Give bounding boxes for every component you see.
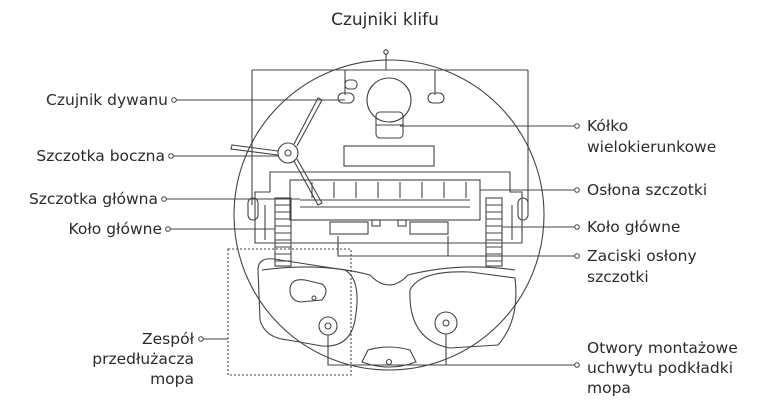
- brush-bristle-top: [311, 182, 467, 198]
- brush-clip-small-2: [397, 219, 407, 227]
- clips-dot: [574, 253, 580, 259]
- wheel-right-dot: [574, 224, 580, 230]
- mount-holes-label-1: Otwory montażowe: [587, 339, 738, 357]
- mount-holes-leader: [327, 334, 575, 366]
- omni-wheel-housing: [366, 77, 412, 123]
- side-brush-arm-3: [293, 158, 323, 206]
- mop-extension-label-1: Zespół: [142, 330, 194, 348]
- brush-roller: [300, 199, 470, 208]
- mount-holes-dot: [574, 362, 580, 368]
- omni-wheel-label-1: Kółko: [587, 117, 629, 135]
- main-wheel-left-drawing: [274, 197, 292, 267]
- carpet-sensor-label: Czujnik dywanu: [46, 91, 168, 109]
- brush-clip-small-1: [371, 219, 381, 227]
- mop-extension-box: [227, 248, 352, 376]
- guard-clips-label-2: szczotki: [587, 268, 649, 286]
- cliff-sensor-4: [517, 197, 529, 221]
- mop-ext-dot: [198, 336, 204, 342]
- robot-body-outline: [233, 59, 545, 371]
- side-brush-arm-1: [293, 97, 323, 147]
- omni-wheel-label-2: wielokierunkowe: [587, 138, 717, 156]
- bottom-tab: [361, 346, 417, 368]
- mop-extension-shape: [257, 258, 358, 347]
- main-wheel-left-label: Koło główne: [68, 220, 162, 238]
- mop-extension-label-2: przedłużacza: [92, 350, 194, 368]
- mount-holes-label-2: uchwytu podkładki: [587, 359, 734, 377]
- carpet-sensor-shape: [344, 79, 358, 90]
- cliff-sensor-bracket: [252, 52, 528, 71]
- cliff-callout-dot: [383, 49, 389, 55]
- carpet-dot: [171, 97, 177, 103]
- label-plate: [343, 145, 435, 167]
- main-brush-label: Szczotka główna: [28, 190, 158, 208]
- side-brush-dot: [168, 153, 174, 159]
- cliff-sensor-1: [337, 92, 355, 104]
- brush-clip-left: [329, 221, 369, 235]
- bottom-tab-hole: [385, 358, 393, 366]
- bottom-seam: [261, 266, 516, 286]
- main-wheel-right-drawing: [485, 197, 503, 267]
- mount-hole-left: [318, 316, 338, 336]
- mop-extension-hole: [311, 295, 317, 301]
- chassis-inner: [264, 205, 513, 240]
- brush-clip-right: [409, 221, 449, 235]
- main-brush-guard: [289, 179, 481, 221]
- omni-dot: [574, 123, 580, 129]
- main-brush-dot: [161, 196, 167, 202]
- clip-bracket: [337, 236, 449, 257]
- chassis-panel: [254, 171, 523, 244]
- right-mop-shape: [409, 271, 517, 349]
- guard-dot: [574, 187, 580, 193]
- mount-hole-right-inner: [442, 319, 450, 327]
- cliff-sensor-2: [427, 92, 445, 104]
- mount-hole-right: [434, 311, 458, 335]
- side-brush-label: Szczotka boczna: [36, 147, 165, 165]
- side-brush-center: [284, 149, 292, 157]
- main-wheel-right-label: Koło główne: [587, 218, 681, 236]
- guard-clips-label-1: Zaciski osłony: [587, 247, 697, 265]
- wheel-left-dot: [165, 226, 171, 232]
- mop-extension-label-3: mopa: [150, 370, 194, 388]
- mop-extension-inner: [289, 279, 327, 303]
- cliff-sensors-label: Czujniki klifu: [331, 10, 439, 30]
- mount-holes-label-3: mopa: [587, 379, 631, 397]
- cliff-sensor-3: [247, 197, 259, 221]
- brush-guard-label: Osłona szczotki: [587, 181, 708, 199]
- side-brush-arm-2: [230, 144, 279, 156]
- mount-hole-left-inner: [324, 322, 332, 330]
- side-brush-hub: [277, 142, 299, 164]
